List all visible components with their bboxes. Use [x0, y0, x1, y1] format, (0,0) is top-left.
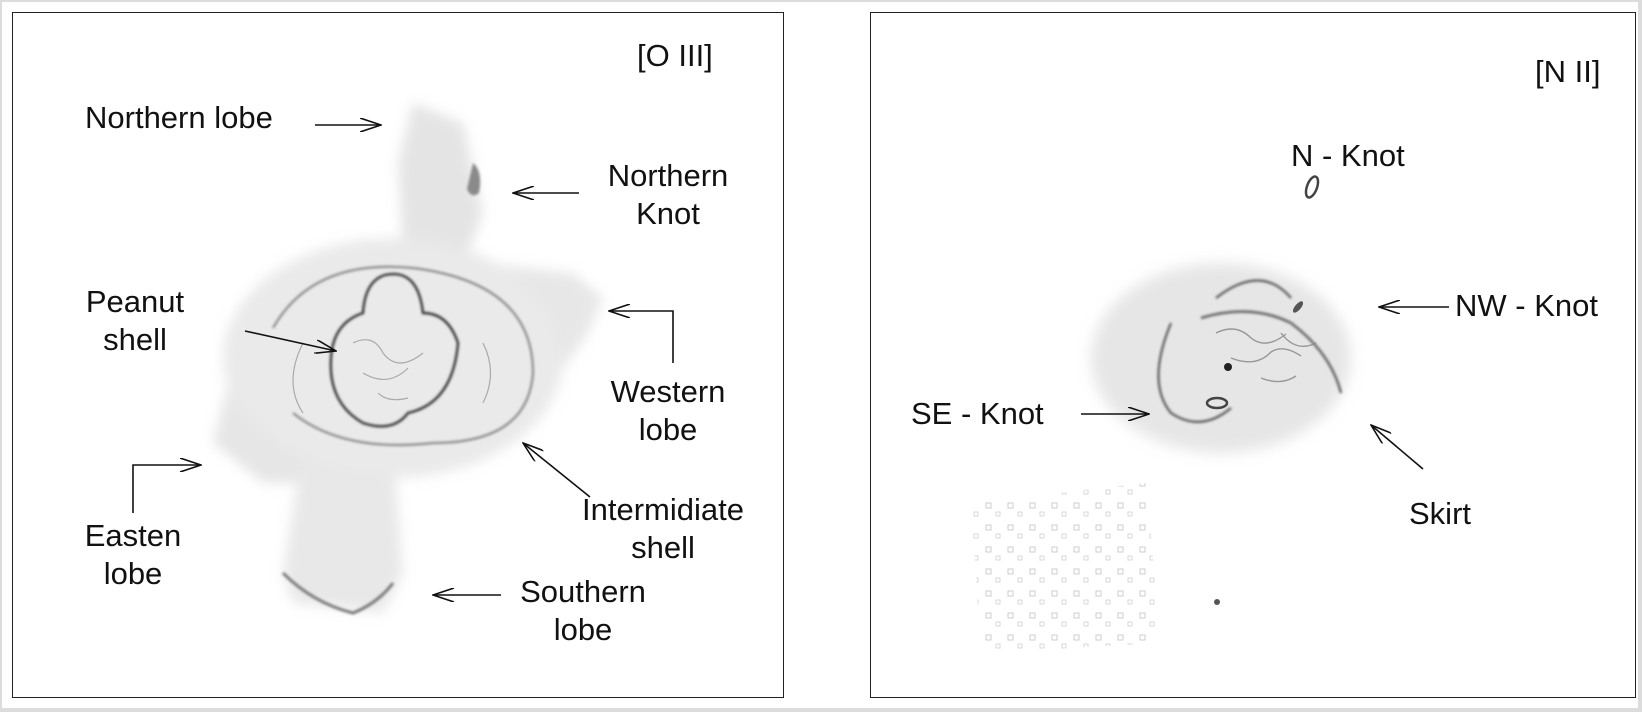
label-northern-knot-line2: Knot — [636, 196, 700, 231]
label-western-lobe: Western lobe — [593, 373, 743, 449]
oiii-nebula-image — [132, 103, 674, 615]
diffuse-body — [1091, 263, 1351, 453]
arrow-intermediate-shell — [523, 443, 591, 498]
label-southern-lobe: Southern lobe — [503, 573, 663, 649]
nw-knot-feature — [1292, 301, 1304, 313]
label-western-lobe-line2: lobe — [638, 412, 698, 447]
label-eastern-lobe-line1: Easten — [84, 518, 182, 553]
label-northern-knot-line1: Northern — [607, 158, 729, 193]
label-northern-lobe: Northern lobe — [85, 100, 273, 135]
label-peanut-shell: Peanut shell — [75, 283, 195, 359]
arrow-western-lobe — [609, 311, 674, 363]
label-intermediate-shell-line1: Intermidiate — [582, 492, 744, 527]
oiii-arrows — [132, 125, 674, 595]
oiii-image-panel: [O III] Northern lobe Northern Knot Pean… — [12, 12, 784, 698]
label-n-knot: N - Knot — [1291, 138, 1405, 173]
arrow-skirt — [1371, 425, 1424, 470]
label-eastern-lobe: Easten lobe — [73, 517, 193, 593]
se-knot-feature — [1205, 396, 1229, 410]
label-peanut-shell-line1: Peanut — [85, 284, 185, 319]
intermediate-shell-ring — [272, 265, 535, 447]
peanut-shell-ring — [329, 272, 460, 428]
label-southern-lobe-line2: lobe — [553, 612, 613, 647]
inner-texture — [292, 339, 492, 414]
n-knot-feature — [1304, 175, 1320, 199]
arrow-eastern-lobe — [132, 465, 201, 513]
nii-arrows — [1081, 307, 1449, 470]
label-intermediate-shell: Intermidiate shell — [563, 491, 763, 567]
nii-mottling — [1215, 328, 1317, 383]
label-intermediate-shell-line2: shell — [631, 530, 695, 565]
northern-knot-feature — [467, 163, 481, 196]
label-nw-knot: NW - Knot — [1455, 288, 1598, 323]
diffuse-emission — [213, 103, 603, 613]
nii-rims — [1157, 279, 1343, 423]
nii-image-panel: [N II] N - Knot NW - Knot SE - Knot Skir… — [870, 12, 1636, 698]
noise-patch — [971, 483, 1161, 653]
label-northern-knot: Northern Knot — [593, 157, 743, 233]
label-western-lobe-line1: Western — [610, 374, 726, 409]
southern-lobe-rim — [281, 571, 395, 615]
label-se-knot: SE - Knot — [911, 396, 1044, 431]
field-star — [1214, 599, 1220, 605]
filter-label-nii: [N II] — [1535, 54, 1601, 89]
filter-label-oiii: [O III] — [637, 38, 713, 73]
label-southern-lobe-line1: Southern — [520, 574, 646, 609]
central-star — [1224, 363, 1232, 371]
label-peanut-shell-line2: shell — [103, 322, 167, 357]
label-skirt: Skirt — [1409, 496, 1471, 531]
nii-nebula-image — [971, 175, 1449, 653]
label-eastern-lobe-line2: lobe — [103, 556, 163, 591]
arrow-peanut-shell — [244, 330, 336, 351]
